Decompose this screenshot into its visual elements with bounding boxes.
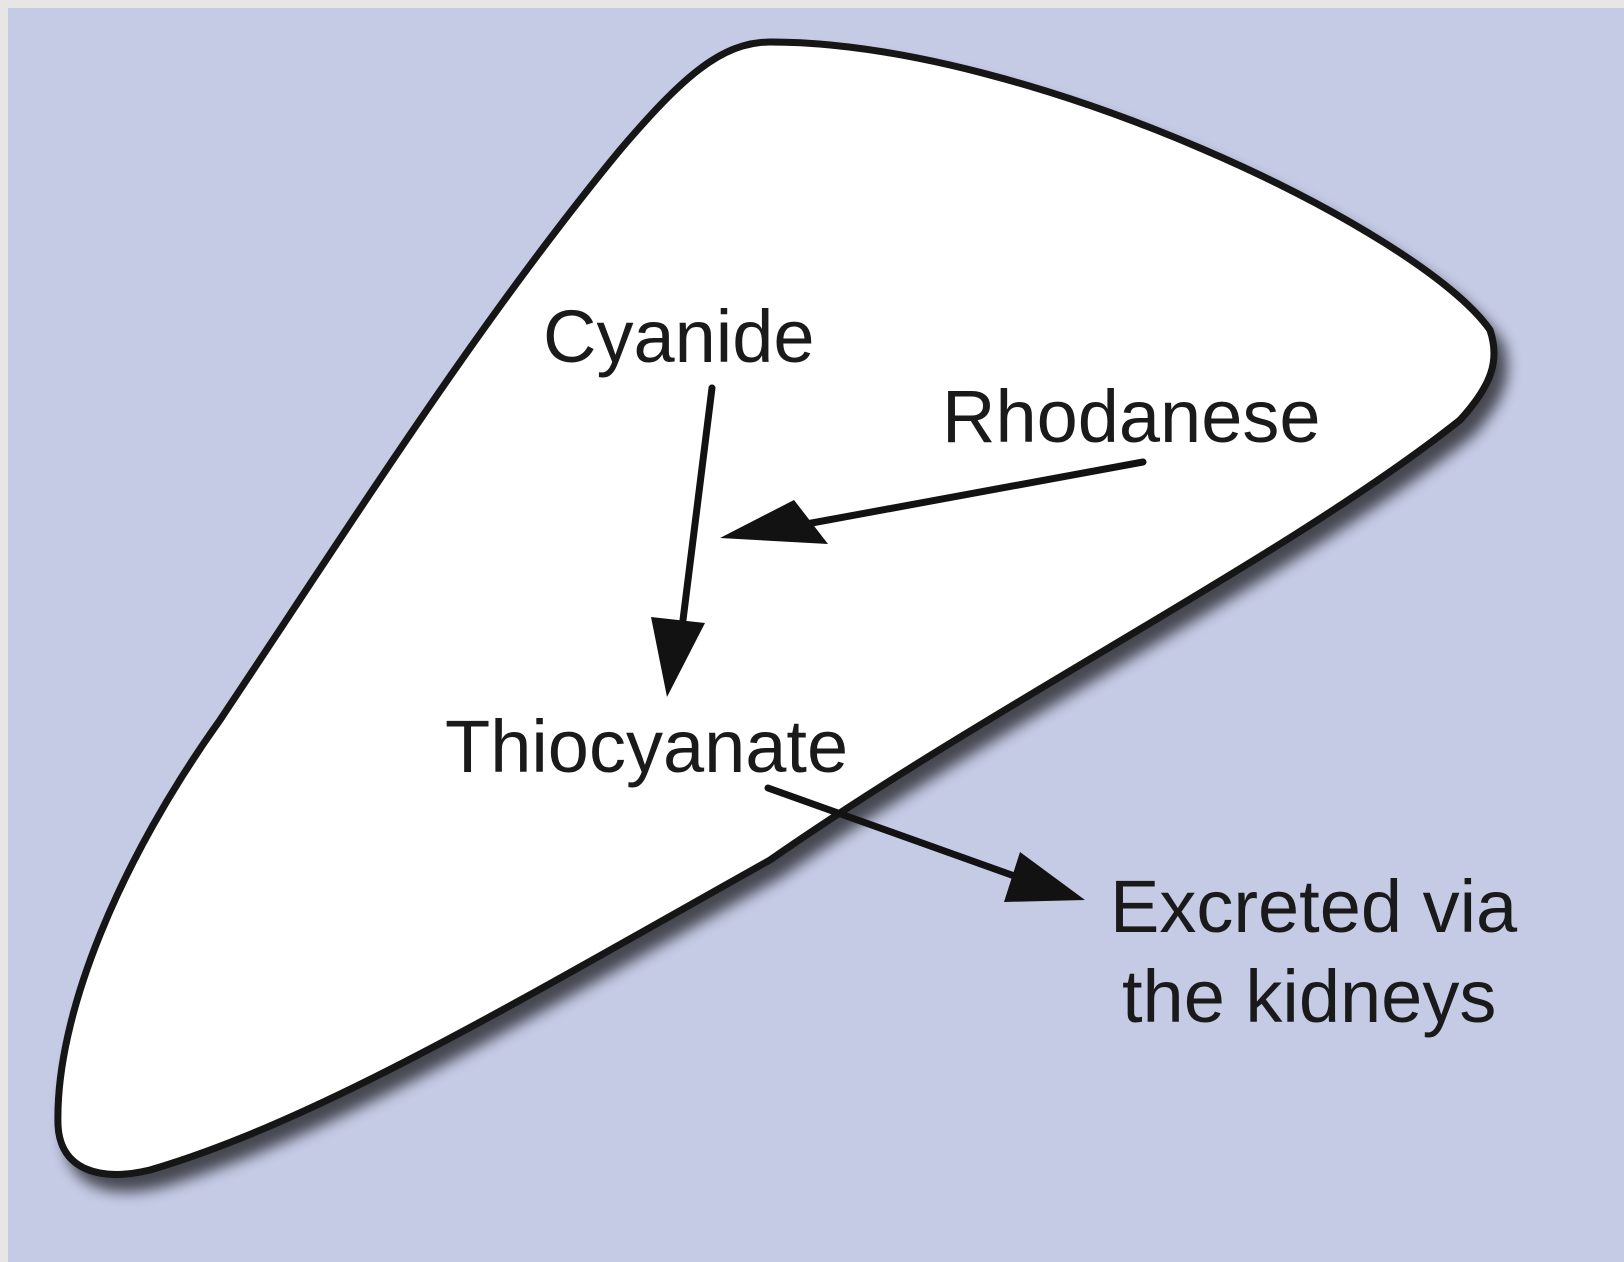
label-rhodanese: Rhodanese [942, 375, 1321, 458]
label-excreted-line1: Excreted via [1110, 865, 1518, 948]
label-excreted-line2: the kidneys [1122, 955, 1496, 1038]
label-thiocyanate: Thiocyanate [445, 705, 848, 788]
label-cyanide: Cyanide [543, 295, 815, 378]
